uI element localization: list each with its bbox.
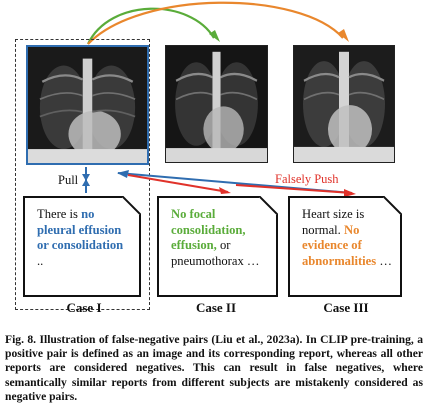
- green-curved-arrow: [87, 7, 215, 45]
- orange-curved-arrow: [87, 1, 344, 45]
- report-highlight-blue: no pleural effusion or consolidation: [37, 207, 124, 252]
- report-highlight-green: No focal consolidation, effusion,: [171, 207, 246, 252]
- pull-label: Pull: [58, 173, 79, 187]
- report-text-part: ..: [37, 253, 44, 268]
- folded-corner: [121, 195, 142, 216]
- report-highlight-orange: No evidence of abnormalities: [302, 222, 377, 268]
- push-line-case-ii: [127, 174, 229, 193]
- green-arrowhead: [209, 30, 220, 42]
- pull-push-arrows: [82, 167, 356, 197]
- report-case-iii: Heart size is normal. No evidence of abn…: [288, 195, 403, 297]
- report-case-ii: No focal consolidation, effusion, or pne…: [157, 195, 279, 297]
- pull-arrowhead-down: [82, 174, 90, 181]
- report-text-part: Heart size is normal.: [302, 207, 365, 237]
- chest-xray-case-iii: [293, 45, 395, 163]
- report-text-part: or pneumothorax …: [171, 238, 260, 268]
- report-case-i: There is no pleural effusion or consolid…: [23, 195, 142, 297]
- orange-arrowhead: [338, 29, 349, 42]
- figure-caption: Fig. 8. Illustration of false-negative p…: [5, 333, 423, 403]
- case-ii-label: Case II: [195, 300, 237, 315]
- report-text-part: …: [376, 253, 392, 268]
- push-arrowhead-red-ii: [219, 187, 231, 194]
- folded-corner: [382, 195, 403, 216]
- chest-xray-case-i: [26, 45, 149, 165]
- push-arrowhead-red-iii: [344, 189, 356, 197]
- folded-corner: [258, 195, 279, 216]
- pull-arrowhead-up: [82, 179, 90, 186]
- case-i-dashed-outline: [15, 39, 150, 310]
- falsely-push-label: Falsely Push: [275, 172, 339, 186]
- chest-xray-case-ii: [165, 45, 268, 163]
- case-i-label: Case I: [66, 300, 102, 315]
- push-line-red-iii: [235, 184, 353, 194]
- push-arrowhead-blue: [117, 170, 129, 178]
- report-text-part: There is: [37, 207, 82, 221]
- case-iii-label: Case III: [323, 300, 369, 315]
- top-arrows: [87, 1, 349, 45]
